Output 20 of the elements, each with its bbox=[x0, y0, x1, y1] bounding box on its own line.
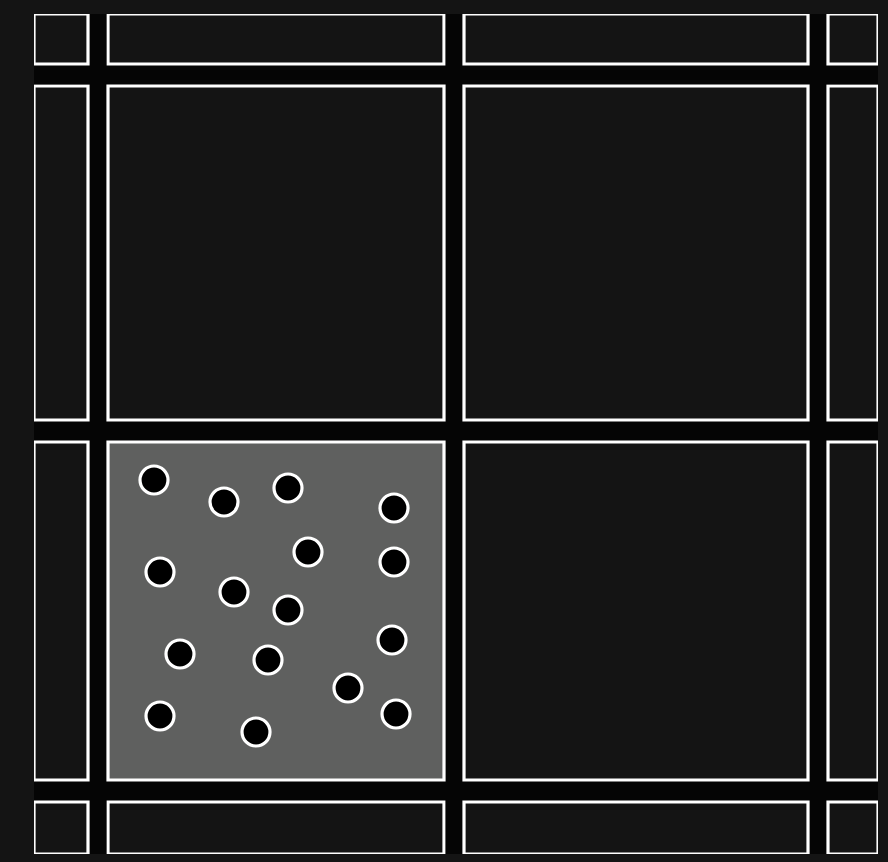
particle-dot bbox=[272, 594, 304, 626]
particle-dot bbox=[378, 546, 410, 578]
particle-dot bbox=[272, 472, 304, 504]
particle-dot bbox=[332, 672, 364, 704]
particle-dot bbox=[240, 716, 272, 748]
particle-dot bbox=[378, 492, 410, 524]
particle-dot bbox=[208, 486, 240, 518]
grid-cell bbox=[106, 84, 446, 422]
particle-dot bbox=[380, 698, 412, 730]
particle-dot bbox=[252, 644, 284, 676]
grid-cell bbox=[462, 440, 810, 782]
particle-dot bbox=[144, 556, 176, 588]
grid-cell bbox=[462, 84, 810, 422]
particle-dot bbox=[144, 700, 176, 732]
particle-dot bbox=[138, 464, 170, 496]
particle-dot bbox=[218, 576, 250, 608]
particle-dot bbox=[164, 638, 196, 670]
grid-cell bbox=[106, 440, 446, 782]
particle-dot bbox=[376, 624, 408, 656]
particle-dot bbox=[292, 536, 324, 568]
